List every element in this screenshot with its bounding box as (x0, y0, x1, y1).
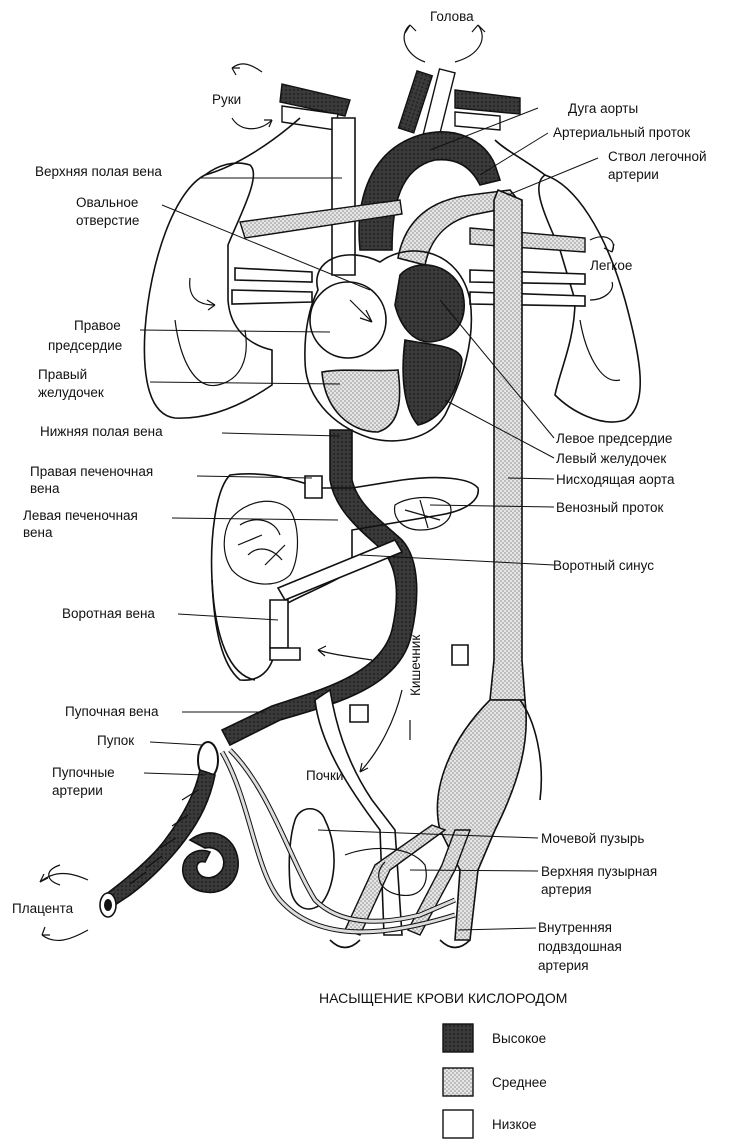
label-left-atrium: Левое предсердие (556, 431, 672, 446)
legend-label-medium: Среднее (492, 1075, 547, 1090)
cord-twist (129, 789, 199, 885)
head-vein-left (454, 111, 501, 131)
pulmonary-branch-left (469, 227, 586, 253)
right-atrium-shape (309, 281, 387, 359)
label-pulmonary-trunk-2: артерии (608, 167, 659, 182)
leader-lines (139, 107, 599, 931)
pulmonary-veins-right-2 (231, 289, 313, 305)
cord-loop (181, 832, 239, 894)
label-kidneys: Почки (306, 768, 343, 783)
legend-swatch-low (442, 1109, 474, 1139)
superior-vena-cava (331, 117, 356, 276)
label-head: Голова (430, 9, 474, 24)
label-right-ventricle-1: Правый (38, 367, 87, 382)
label-right-ventricle-2: желудочек (38, 385, 104, 400)
sup-vesical-loop (344, 847, 427, 896)
label-arms: Руки (212, 92, 241, 107)
label-umbilical-arteries-2: артерии (52, 783, 103, 798)
label-intestine: Кишечник (408, 635, 423, 696)
label-ivc: Нижняя полая вена (40, 424, 163, 439)
label-placenta: Плацента (12, 901, 74, 916)
legend-label-high: Высокое (492, 1031, 546, 1046)
umbilical-artery-1-fill (228, 748, 456, 923)
label-portal-sinus: Воротный синус (553, 558, 654, 573)
left-atrium-shape (394, 264, 465, 343)
label-ductus-arteriosus: Артериальный проток (553, 125, 690, 140)
foramen-arrow (349, 299, 373, 323)
pulmonary-veins-right (234, 267, 313, 283)
left-ventricle-shape (402, 339, 463, 426)
head-artery-left (454, 89, 521, 115)
label-foramen-ovale-1: Овальное (76, 195, 138, 210)
portal-sinus-vessel (276, 538, 404, 602)
portal-vein-branch (269, 647, 301, 661)
pulmonary-branch-right (239, 199, 403, 239)
label-umbilical-vein: Пупочная вена (65, 704, 159, 719)
head-artery-right (397, 70, 434, 134)
label-umbilical-arteries-1: Пупочные (52, 765, 115, 780)
label-navel: Пупок (97, 733, 134, 748)
label-portal-vein: Воротная вена (62, 606, 155, 621)
label-right-hepatic-2: вена (30, 481, 60, 496)
label-int-iliac-1: Внутренняя (538, 920, 612, 935)
left-lung-inner (579, 319, 621, 381)
label-lung: Легкое (590, 258, 632, 273)
right-lung-inner (174, 319, 247, 387)
legend-title: НАСЫЩЕНИЕ КРОВИ КИСЛОРОДОМ (319, 990, 567, 1006)
kidney-vessel-left (451, 644, 469, 666)
legend-swatch-medium (442, 1067, 474, 1097)
legend: НАСЫЩЕНИЕ КРОВИ КИСЛОРОДОМ Высокое Средн… (319, 990, 567, 1139)
label-int-iliac-2: подвздошная (538, 939, 622, 954)
label-right-hepatic-1: Правая печеночная (30, 464, 153, 479)
label-aortic-arch: Дуга аорты (568, 101, 638, 116)
abdominal-aorta (436, 699, 528, 941)
portal-vein-vessel (269, 599, 289, 649)
label-ductus-venosus: Венозный проток (556, 500, 664, 515)
label-pulmonary-trunk-1: Ствол легочной (608, 149, 707, 164)
legend-swatch-high (442, 1023, 474, 1053)
descending-aorta (489, 188, 526, 701)
liver-sinusoids (223, 496, 452, 585)
label-left-ventricle: Левый желудочек (556, 451, 666, 466)
label-foramen-ovale-2: отверстие (76, 213, 139, 228)
label-right-atrium-2: предсердие (48, 338, 122, 353)
label-svc: Верхняя полая вена (35, 164, 162, 179)
label-descending-aorta: Нисходящая аорта (556, 472, 675, 487)
legend-label-low: Низкое (492, 1117, 537, 1132)
pulmonary-veins-left-2 (469, 291, 586, 307)
aortic-arch-shape (358, 131, 502, 251)
right-ventricle-shape (321, 369, 401, 433)
right-hepatic-vein (304, 475, 323, 499)
label-left-hepatic-2: вена (23, 525, 53, 540)
label-sup-vesical-1: Верхняя пузырная (541, 864, 657, 879)
label-int-iliac-3: артерия (538, 958, 589, 973)
placenta-end-inner (104, 899, 112, 911)
flow-arrows (39, 24, 615, 942)
pulmonary-veins-left (469, 269, 586, 285)
kidney-vessel-right (349, 704, 369, 723)
arm-vessel-dark (279, 83, 351, 117)
label-left-hepatic-1: Левая печеночная (23, 508, 138, 523)
pulmonary-trunk-shape (397, 189, 524, 266)
right-lung (143, 162, 273, 419)
label-sup-vesical-2: артерия (541, 882, 592, 897)
label-bladder: Мочевой пузырь (541, 831, 644, 846)
label-right-atrium-1: Правое (74, 318, 121, 333)
body-outline (204, 117, 546, 949)
heart-outline (304, 250, 473, 442)
umbilical-artery-2-fill (220, 751, 456, 934)
